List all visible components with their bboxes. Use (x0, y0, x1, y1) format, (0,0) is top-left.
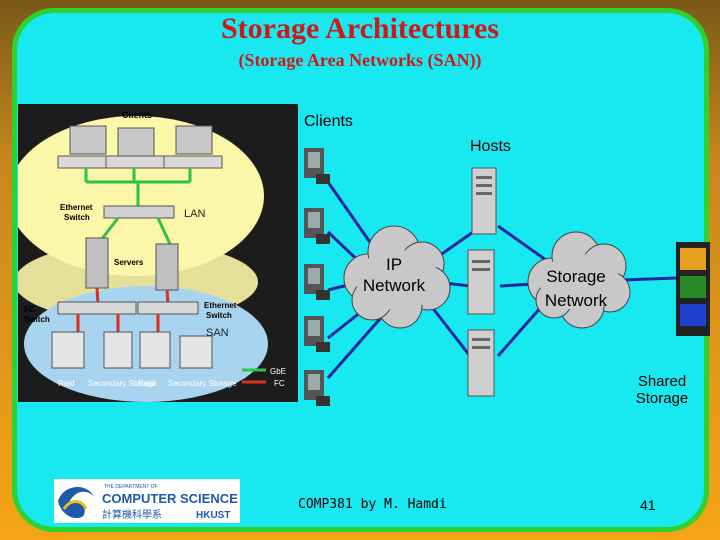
secondary-storage-icon (179, 335, 213, 369)
server-icon (155, 243, 179, 291)
slide-title: Storage Architectures (221, 12, 499, 45)
client-computer-icon (304, 370, 330, 406)
panel-servers-label: Servers (114, 258, 144, 267)
legend-gbe: GbE (270, 367, 286, 376)
panel-lan-label: LAN (184, 208, 205, 220)
panel-raid-label-2: Raid (138, 379, 154, 388)
panel-secondary-storage-label-2: Secondary Storage (168, 379, 237, 388)
network-diagram (304, 148, 710, 406)
client-computer-icon (163, 125, 223, 169)
fc-switch-icon (57, 301, 137, 315)
server-icon (85, 237, 109, 289)
shared-storage-icon (676, 242, 710, 336)
svg-text:HKUST: HKUST (196, 510, 230, 521)
svg-text:THE DEPARTMENT OF: THE DEPARTMENT OF (104, 484, 158, 490)
legend-fc: FC (274, 379, 285, 388)
client-computer-icon (304, 148, 330, 184)
client-computer-icon (304, 264, 330, 300)
clients-label: Clients (304, 113, 353, 130)
host-server-icon (467, 249, 495, 315)
footer-course: COMP381 by M. Hamdi (298, 497, 447, 512)
client-computer-icon (105, 127, 165, 169)
panel-raid-label: Raid (58, 379, 74, 388)
svg-text:COMPUTER SCIENCE: COMPUTER SCIENCE (102, 491, 238, 506)
panel-san-label: SAN (206, 327, 229, 339)
page-number: 41 (640, 497, 656, 513)
ethernet-switch-icon (103, 205, 175, 219)
slide-subtitle: (Storage Area Networks (SAN)) (238, 50, 482, 70)
storage-network-cloud-icon (527, 231, 631, 329)
panel-secondary-storage-label: Secondary Storage (88, 379, 157, 388)
host-server-icon (467, 329, 495, 397)
hosts-label: Hosts (470, 138, 511, 155)
client-computer-icon (304, 316, 330, 352)
svg-text:計算機科學系: 計算機科學系 (102, 508, 162, 521)
host-server-icon (471, 167, 497, 235)
client-computer-icon (304, 208, 330, 244)
raid-storage-icon (139, 331, 171, 369)
ethernet-switch-icon (137, 301, 199, 315)
raid-storage-icon (51, 331, 85, 369)
secondary-storage-icon (103, 331, 133, 369)
cse-hkust-logo: THE DEPARTMENT OF COMPUTER SCIENCE 計算機科學… (54, 479, 240, 523)
panel-clients-label: Clients (122, 110, 152, 120)
ip-network-cloud-icon (343, 225, 451, 329)
